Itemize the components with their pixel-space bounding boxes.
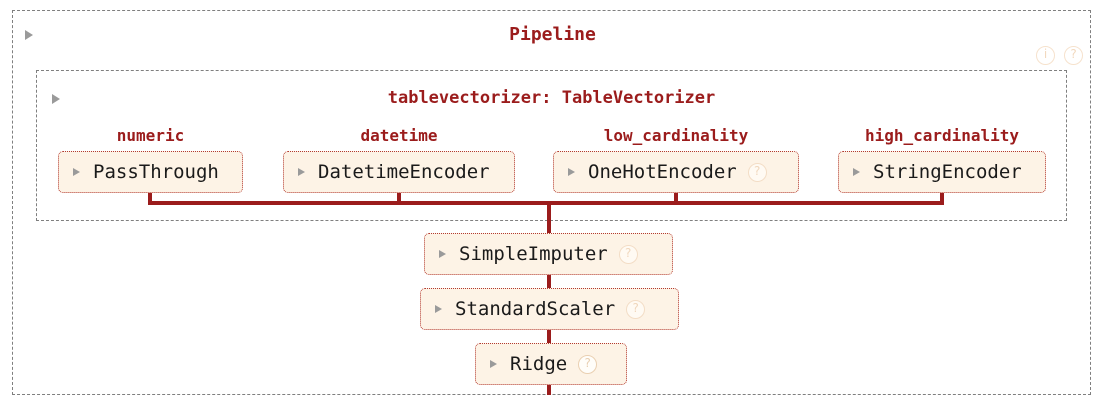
page-title: Pipeline xyxy=(509,24,596,45)
triangle-right-icon[interactable] xyxy=(439,250,446,258)
tablevectorizer-title: tablevectorizer: TableVectorizer xyxy=(387,88,716,108)
info-icon[interactable]: i xyxy=(1036,46,1055,65)
column-label-low-cardinality: low_cardinality xyxy=(603,126,749,145)
pipeline-container[interactable] xyxy=(12,10,1091,395)
triangle-right-icon[interactable] xyxy=(73,168,80,176)
triangle-right-icon[interactable] xyxy=(298,168,305,176)
estimator-label: StandardScaler xyxy=(455,298,616,320)
estimator-box-onehotencoder[interactable]: OneHotEncoder ? xyxy=(553,151,799,193)
help-icon[interactable]: ? xyxy=(747,162,767,182)
connector-stub-low-cardinality xyxy=(674,193,678,205)
connector-bus xyxy=(148,201,944,205)
tablevectorizer-toggle-triangle-right-icon[interactable] xyxy=(52,94,60,104)
estimator-box-passthrough[interactable]: PassThrough xyxy=(58,151,243,193)
estimator-label: PassThrough xyxy=(93,161,219,183)
column-label-numeric: numeric xyxy=(116,126,185,145)
help-icon[interactable]: ? xyxy=(1064,46,1083,65)
estimator-box-simpleimputer[interactable]: SimpleImputer ? xyxy=(424,233,673,275)
header-badges: i ? xyxy=(1036,46,1083,65)
triangle-right-icon[interactable] xyxy=(490,360,497,368)
estimator-box-datetimeencoder[interactable]: DatetimeEncoder xyxy=(283,151,515,193)
column-label-datetime: datetime xyxy=(360,126,438,145)
help-icon[interactable]: ? xyxy=(618,244,638,264)
estimator-box-ridge[interactable]: Ridge ? xyxy=(475,343,627,385)
estimator-label: SimpleImputer xyxy=(459,243,608,265)
triangle-right-icon[interactable] xyxy=(435,305,442,313)
help-icon[interactable]: ? xyxy=(626,299,646,319)
connector-stub-numeric xyxy=(148,193,152,205)
estimator-box-standardscaler[interactable]: StandardScaler ? xyxy=(420,288,679,330)
estimator-label: Ridge xyxy=(510,353,568,375)
estimator-box-stringencoder[interactable]: StringEncoder xyxy=(838,151,1046,193)
help-icon[interactable]: ? xyxy=(578,354,598,374)
estimator-label: StringEncoder xyxy=(873,161,1022,183)
estimator-label: DatetimeEncoder xyxy=(318,161,490,183)
connector-stub-datetime xyxy=(397,193,401,205)
triangle-right-icon[interactable] xyxy=(853,168,860,176)
estimator-label: OneHotEncoder xyxy=(588,161,737,183)
connector-stub-high-cardinality xyxy=(940,193,944,205)
pipeline-toggle-triangle-right-icon[interactable] xyxy=(25,30,33,40)
column-label-high-cardinality: high_cardinality xyxy=(864,126,1020,145)
triangle-right-icon[interactable] xyxy=(568,168,575,176)
tablevectorizer-container[interactable] xyxy=(36,70,1067,221)
